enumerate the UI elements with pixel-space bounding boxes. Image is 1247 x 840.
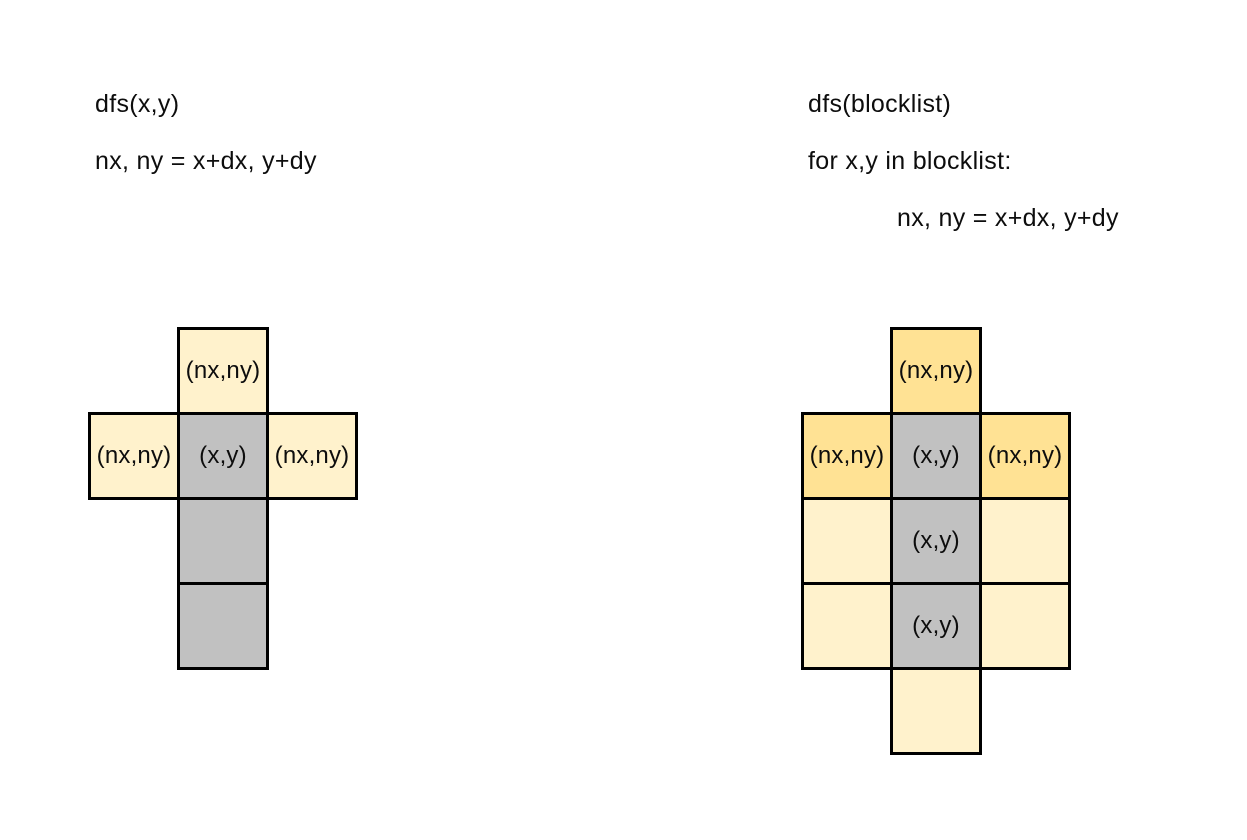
left-grid-up-neighbor-cell: (nx,ny) xyxy=(177,327,269,415)
right-grid-row1-current-cell: (x,y) xyxy=(890,412,982,500)
right-code-line-1: dfs(blocklist) xyxy=(808,90,952,118)
left-grid-block-cell-2 xyxy=(177,582,269,670)
left-grid-current-cell: (x,y) xyxy=(177,412,269,500)
right-grid-row1-right-neighbor: (nx,ny) xyxy=(979,412,1071,500)
left-grid-right-neighbor-cell: (nx,ny) xyxy=(266,412,358,500)
right-code-line-2: for x,y in blocklist: xyxy=(808,147,1012,175)
left-code-line-2: nx, ny = x+dx, y+dy xyxy=(95,147,317,175)
right-grid-up-neighbor-cell: (nx,ny) xyxy=(890,327,982,415)
right-code-line-3: nx, ny = x+dx, y+dy xyxy=(897,204,1119,232)
right-grid-row1-left-neighbor: (nx,ny) xyxy=(801,412,893,500)
left-grid-left-neighbor-cell: (nx,ny) xyxy=(88,412,180,500)
left-code-block: dfs(x,y) nx, ny = x+dx, y+dy xyxy=(95,88,317,202)
right-grid-down-neighbor-cell xyxy=(890,667,982,755)
right-grid-row2-right-neighbor xyxy=(979,497,1071,585)
right-grid-row2-current-cell: (x,y) xyxy=(890,497,982,585)
right-grid-row2-left-neighbor xyxy=(801,497,893,585)
right-code-block: dfs(blocklist) for x,y in blocklist: nx,… xyxy=(808,88,1119,259)
left-grid-block-cell-1 xyxy=(177,497,269,585)
left-code-line-1: dfs(x,y) xyxy=(95,90,180,118)
right-grid-row3-current-cell: (x,y) xyxy=(890,582,982,670)
right-grid-row3-left-neighbor xyxy=(801,582,893,670)
right-grid-row3-right-neighbor xyxy=(979,582,1071,670)
